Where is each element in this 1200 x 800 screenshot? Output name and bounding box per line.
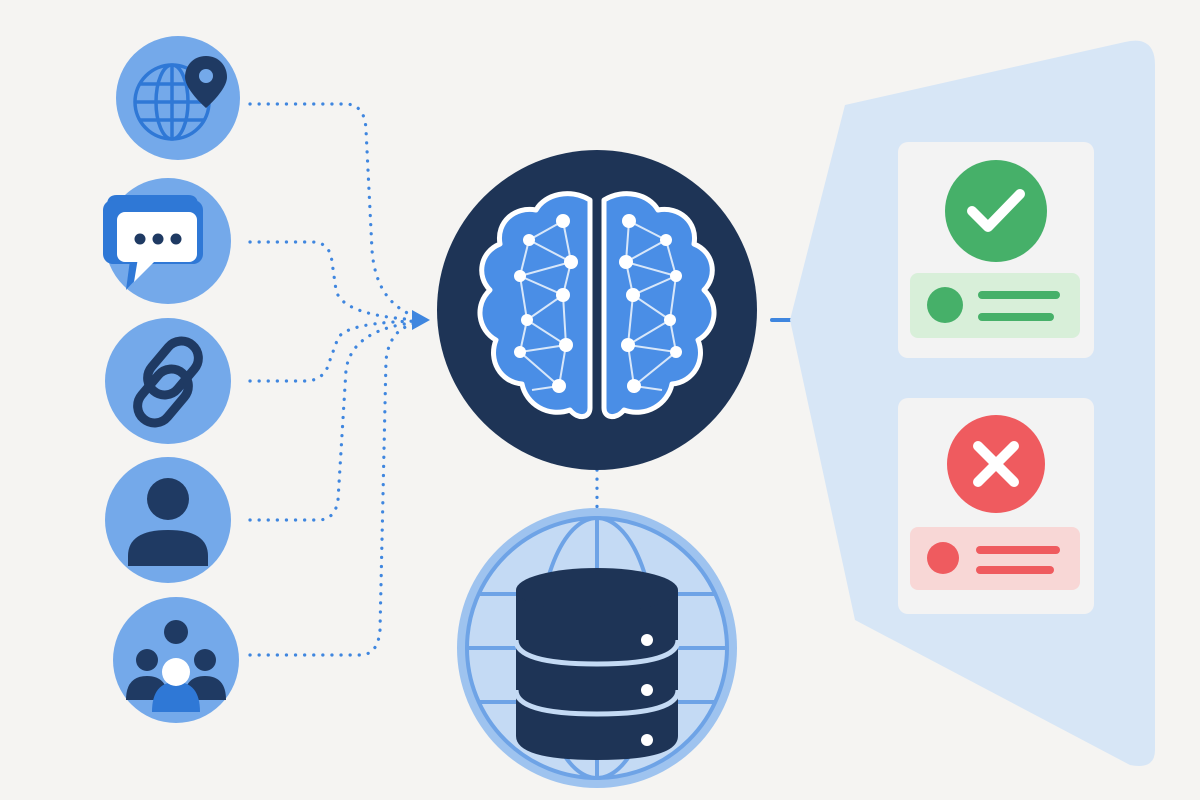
connector-user <box>248 320 422 522</box>
brain-network-icon <box>437 150 757 470</box>
chain-link-icon <box>105 318 231 444</box>
check-icon <box>945 160 1047 262</box>
database-globe-icon <box>457 508 737 788</box>
globe-pin-icon <box>116 36 240 160</box>
result-card-accepted <box>898 142 1094 358</box>
input-arrowhead <box>412 310 430 330</box>
group-icon <box>113 597 239 723</box>
person-icon <box>105 457 231 583</box>
connector-group <box>248 321 422 657</box>
accepted-list-item <box>910 273 1080 338</box>
cross-icon <box>947 415 1045 513</box>
connector-chat <box>248 240 422 322</box>
result-card-rejected <box>898 398 1094 614</box>
input-connectors <box>248 102 599 657</box>
rejected-list-item <box>910 527 1080 590</box>
chat-bubble-icon <box>103 178 231 304</box>
database-cylinder <box>513 568 681 760</box>
connector-link <box>248 319 422 383</box>
